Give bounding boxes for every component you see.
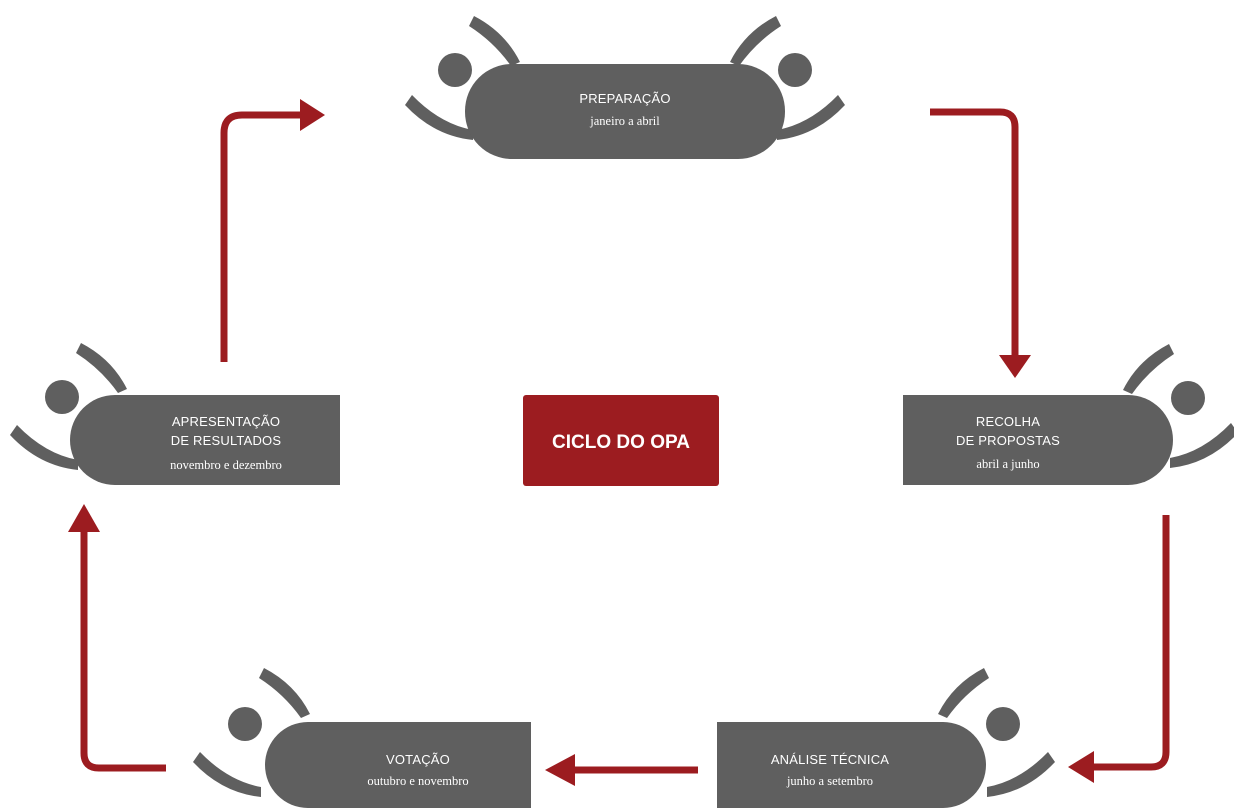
- arrow-apresentacao-to-preparacao: [220, 99, 325, 362]
- stage-box-votacao: [265, 722, 531, 808]
- stage-title-votacao: VOTAÇÃO: [386, 752, 450, 767]
- stage-box-apresentacao: [70, 395, 340, 485]
- person-icon-left: [193, 668, 310, 797]
- stage-preparacao: PREPARAÇÃO janeiro a abril: [405, 16, 845, 159]
- center-label: CICLO DO OPA: [552, 432, 690, 453]
- person-icon-left: [405, 16, 520, 140]
- arrow-recolha-to-analise: [1068, 515, 1170, 783]
- person-icon-left: [10, 343, 127, 470]
- arrow-votacao-to-apresentacao: [68, 504, 166, 772]
- arrow-preparacao-to-recolha: [930, 108, 1031, 378]
- stage-period-apresentacao: novembro e dezembro: [170, 458, 282, 472]
- stage-box-recolha: [903, 395, 1173, 485]
- person-icon-right: [730, 16, 845, 140]
- stage-period-votacao: outubro e novembro: [367, 774, 468, 788]
- person-icon-right: [1123, 344, 1234, 468]
- stage-period-preparacao: janeiro a abril: [589, 114, 660, 128]
- arrow-analise-to-votacao: [545, 754, 698, 786]
- stage-title-apresentacao-line1: APRESENTAÇÃO: [172, 414, 280, 429]
- person-icon-right: [938, 668, 1055, 797]
- stage-title-recolha-line1: RECOLHA: [976, 414, 1040, 429]
- stage-title-apresentacao-line2: DE RESULTADOS: [171, 433, 282, 448]
- stage-title-recolha-line2: DE PROPOSTAS: [956, 433, 1060, 448]
- stage-box-preparacao: [465, 64, 785, 159]
- stage-period-recolha: abril a junho: [976, 457, 1039, 471]
- center-box: CICLO DO OPA: [523, 395, 719, 486]
- stage-analise: ANÁLISE TÉCNICA junho a setembro: [717, 668, 1055, 808]
- stage-period-analise: junho a setembro: [786, 774, 873, 788]
- stage-box-analise: [717, 722, 986, 808]
- stage-votacao: VOTAÇÃO outubro e novembro: [193, 668, 531, 808]
- stage-recolha: RECOLHA DE PROPOSTAS abril a junho: [903, 344, 1234, 485]
- stage-title-analise: ANÁLISE TÉCNICA: [771, 752, 889, 767]
- stage-apresentacao: APRESENTAÇÃO DE RESULTADOS novembro e de…: [10, 343, 340, 485]
- stage-title-preparacao: PREPARAÇÃO: [579, 91, 670, 106]
